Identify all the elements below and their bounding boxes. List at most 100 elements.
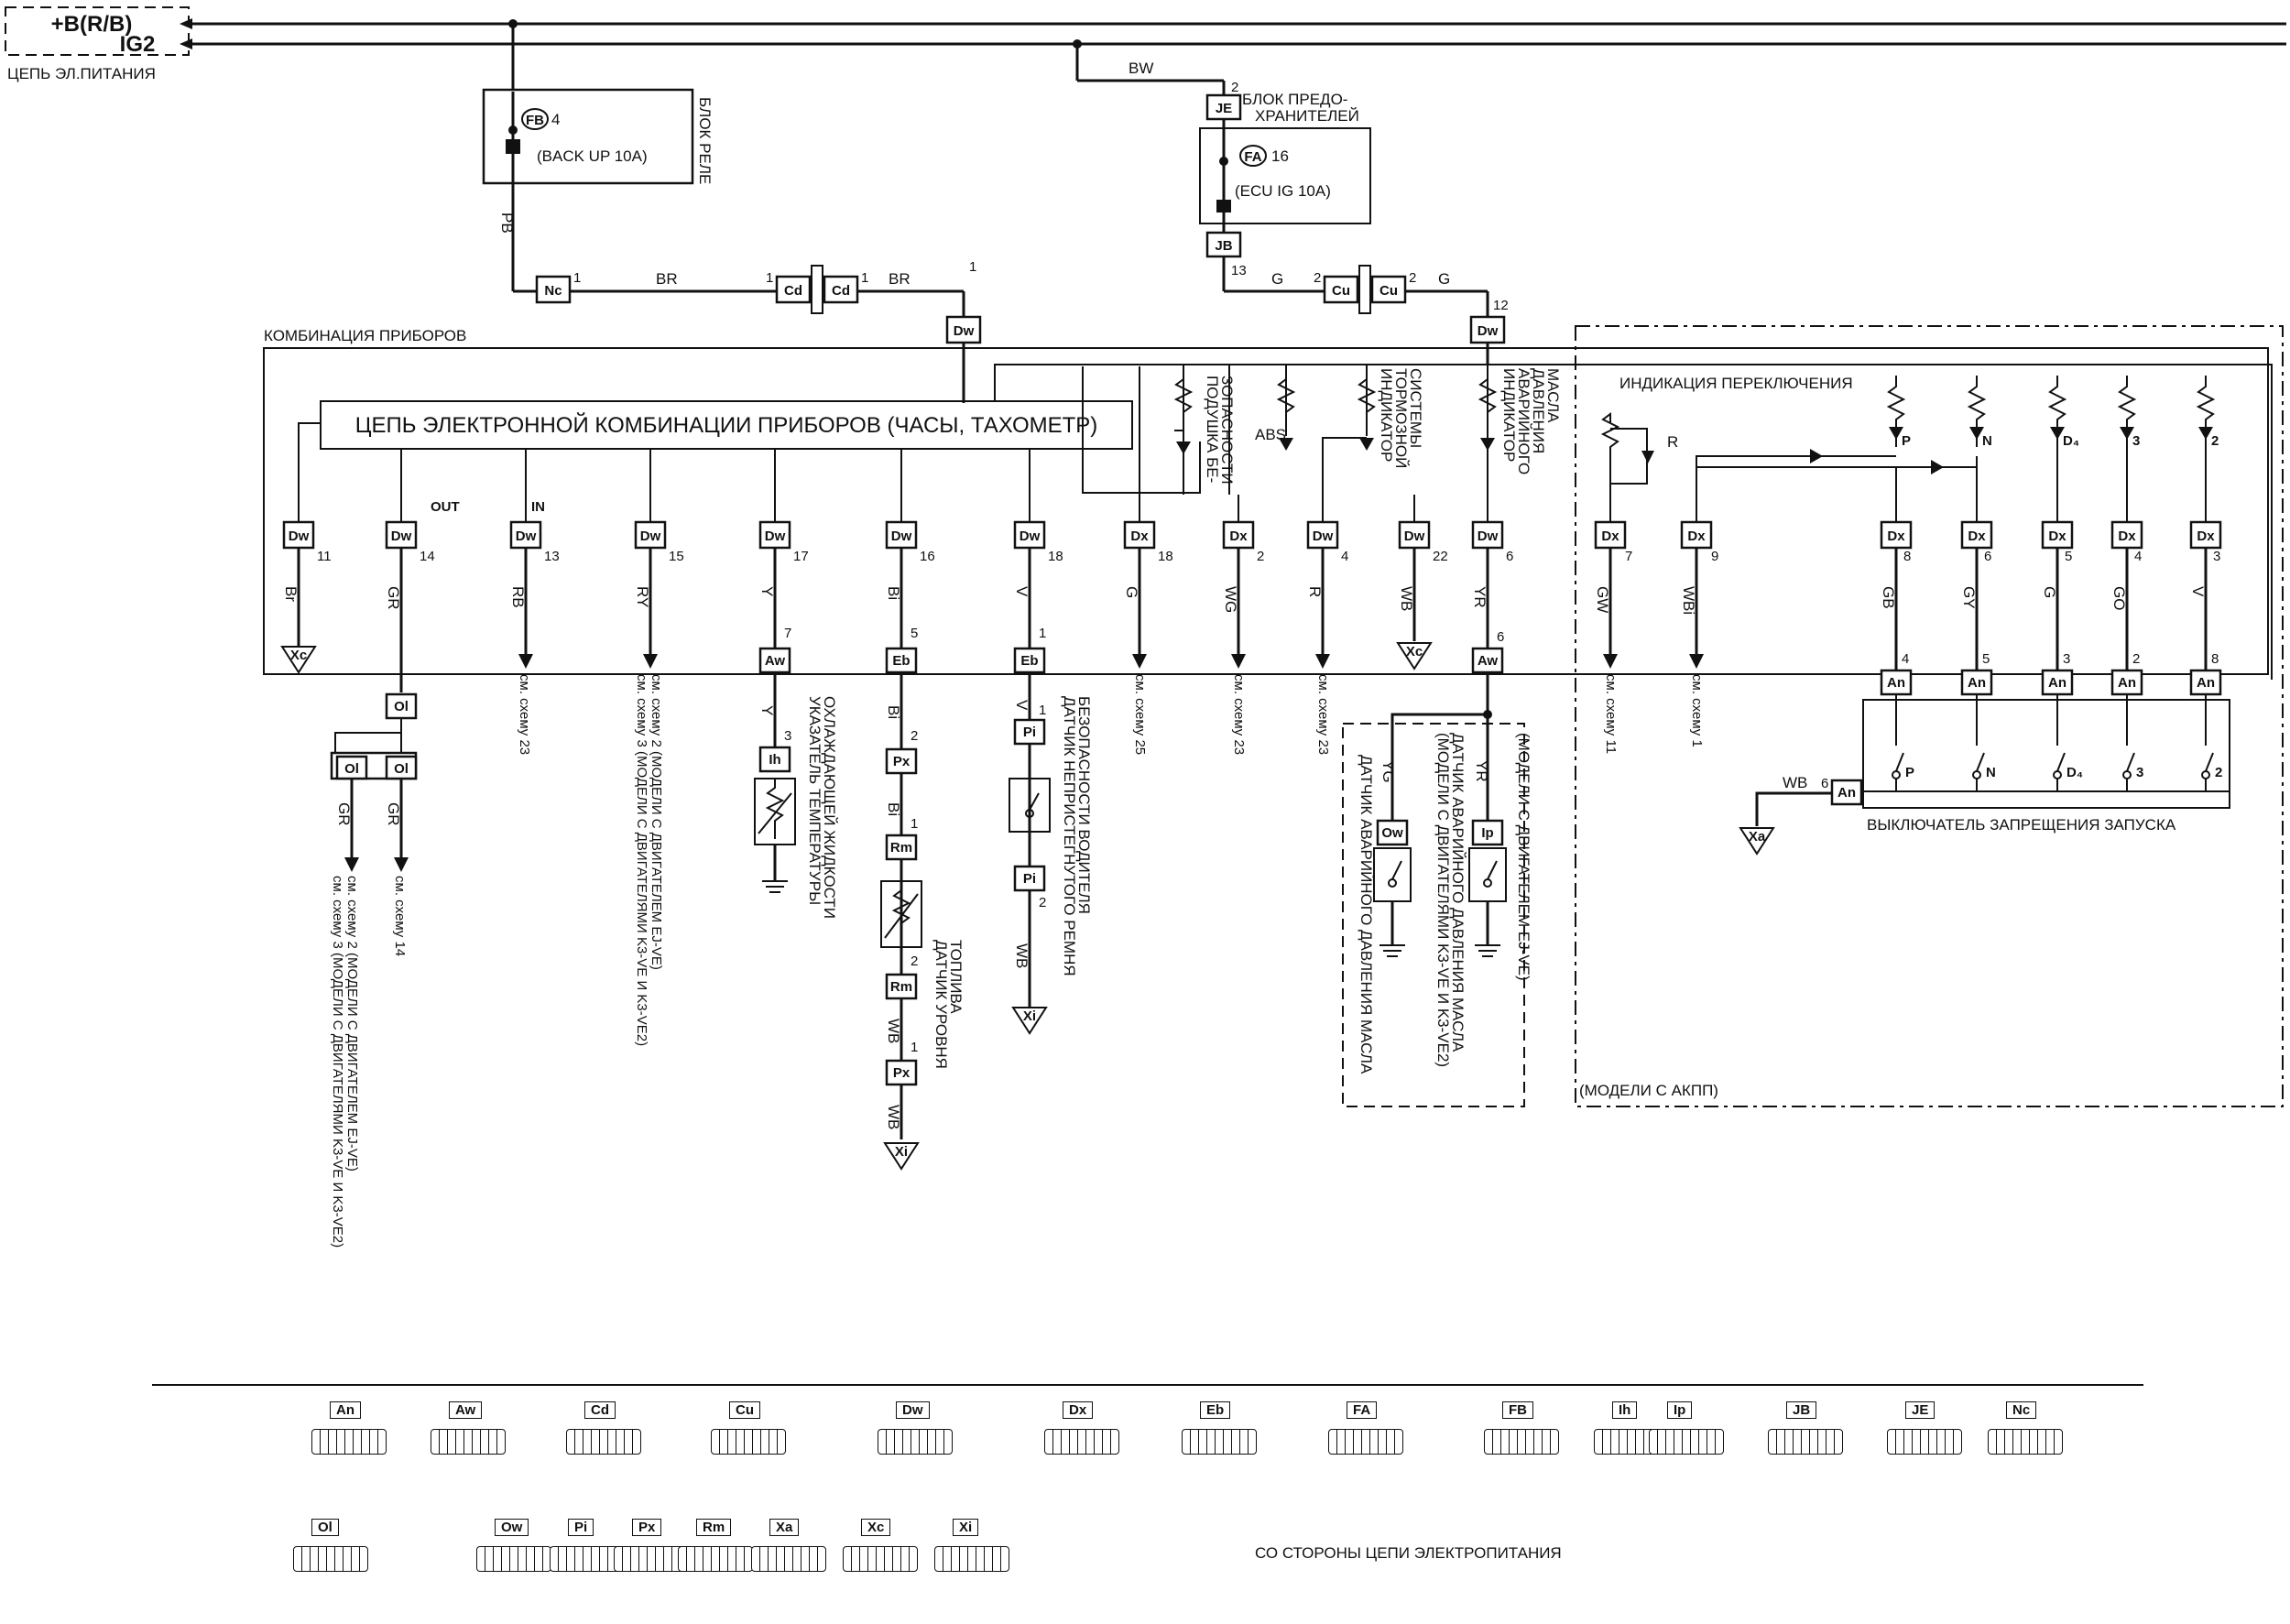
svg-text:2: 2: [911, 728, 918, 744]
wire-gb: GB: [1880, 586, 1897, 609]
fb-code: FB: [526, 113, 544, 128]
connector-shape: [751, 1546, 826, 1572]
connector-shape: [878, 1429, 953, 1455]
shift-indication-label: ИНДИКАЦИЯ ПЕРЕКЛЮЧЕНИЯ: [1619, 375, 1853, 392]
airbag-label: ПОДУШКА БЕ-: [1204, 376, 1221, 483]
connector-shape: [566, 1429, 641, 1455]
oil-k3-label: ДАТЧИК АВАРИЙНОГО ДАВЛЕНИЯ МАСЛА: [1449, 733, 1467, 1052]
svg-text:1: 1: [573, 270, 581, 286]
legend-code: Cd: [584, 1401, 616, 1419]
power-side-label: СО СТОРОНЫ ЦЕПИ ЭЛЕКТРОПИТАНИЯ: [1255, 1544, 1562, 1562]
svg-text:СИСТЕМЫ: СИСТЕМЫ: [1407, 368, 1424, 448]
svg-text:Cd: Cd: [832, 283, 850, 299]
svg-text:Dx: Dx: [2197, 529, 2215, 544]
legend-connector-xa: Xa: [751, 1519, 861, 1610]
legend-code: JE: [1905, 1401, 1936, 1419]
svg-text:WB: WB: [1013, 943, 1030, 968]
connector-shape: [1988, 1429, 2063, 1455]
legend-code: FA: [1347, 1401, 1378, 1419]
svg-text:18: 18: [1048, 549, 1063, 564]
legend-connector-ol: Ol: [293, 1519, 403, 1610]
svg-text:Dw: Dw: [1478, 529, 1499, 544]
svg-text:2: 2: [911, 954, 918, 969]
legend-code: Nc: [2006, 1401, 2037, 1419]
svg-text:5: 5: [911, 626, 918, 641]
svg-text:An: An: [2118, 675, 2136, 691]
legend-code: Xi: [953, 1519, 979, 1536]
connector-shape: [1887, 1429, 1962, 1455]
legend-code: Ow: [495, 1519, 529, 1536]
connector-shape: [431, 1429, 506, 1455]
wire-y: Y: [758, 586, 776, 596]
svg-text:Rm: Rm: [890, 979, 912, 995]
svg-text:9: 9: [1711, 549, 1718, 564]
svg-text:22: 22: [1433, 549, 1448, 564]
fb-number: 4: [551, 111, 560, 128]
svg-text:Px: Px: [893, 754, 911, 769]
wire-gy: GY: [1960, 586, 1978, 609]
svg-text:Dx: Dx: [2048, 529, 2066, 544]
shift-indicators: R P N D₄ 3 2: [1575, 325, 2284, 1107]
fuse-block: BW 2 JE FA 16 (ECU IG 10A) БЛОК ПРЕДО- Х…: [1075, 44, 1371, 291]
ref-see23-a: см. схему 23: [517, 674, 532, 755]
svg-text:Ow: Ow: [1381, 825, 1403, 841]
wire-yg: YG: [1379, 760, 1397, 783]
svg-text:Xa: Xa: [1749, 829, 1766, 845]
wire-rb: RB: [509, 586, 527, 608]
legend-code: Dw: [896, 1401, 930, 1419]
gear-p: P: [1902, 433, 1911, 449]
legend-code: Rm: [696, 1519, 732, 1536]
svg-text:(МОДЕЛИ С ДВИГАТЕЛЯМИ K3-VE И: (МОДЕЛИ С ДВИГАТЕЛЯМИ K3-VE И K3-VE2): [1434, 733, 1452, 1067]
legend-code: Eb: [1200, 1401, 1231, 1419]
svg-text:13: 13: [544, 549, 560, 564]
connector-shape: [711, 1429, 786, 1455]
svg-text:3: 3: [2136, 765, 2143, 780]
svg-text:1: 1: [911, 1040, 918, 1055]
legend-connector-ow: Ow: [476, 1519, 586, 1610]
wire-pb: PB: [498, 213, 516, 234]
wire-wb: WB: [1398, 586, 1415, 611]
svg-text:16: 16: [920, 549, 935, 564]
gear-n: N: [1982, 433, 1992, 449]
svg-text:12: 12: [1493, 298, 1509, 313]
svg-text:Xi: Xi: [1023, 1008, 1036, 1024]
svg-text:Bi: Bi: [885, 705, 902, 719]
svg-text:2: 2: [1231, 80, 1238, 95]
svg-text:An: An: [2197, 675, 2215, 691]
svg-text:Xi: Xi: [895, 1144, 908, 1160]
svg-text:4: 4: [1902, 651, 1909, 667]
connector-shape: [678, 1546, 753, 1572]
connector-shape: [293, 1546, 368, 1572]
svg-text:Dw: Dw: [516, 529, 537, 544]
svg-text:2: 2: [1039, 895, 1046, 910]
wire-g-2: G: [1438, 270, 1450, 288]
svg-text:Dw: Dw: [1404, 529, 1425, 544]
belt-sensor-label: ДАТЧИК НЕПРИСТЕГНУТОГО РЕМНЯ: [1061, 696, 1078, 976]
svg-text:Cu: Cu: [1379, 283, 1398, 299]
svg-text:Dx: Dx: [1687, 529, 1706, 544]
svg-text:Rm: Rm: [890, 840, 912, 856]
svg-text:P: P: [1905, 765, 1914, 780]
wire-r: R: [1306, 586, 1324, 597]
temp-gauge-label: УКАЗАТЕЛЬ ТЕМПЕРАТУРЫ: [806, 696, 823, 905]
svg-text:An: An: [1968, 675, 1986, 691]
svg-text:WB: WB: [885, 1105, 902, 1129]
svg-text:Eb: Eb: [892, 653, 910, 669]
ref-see3-a: см. схему 3 (МОДЕЛИ С ДВИГАТЕЛЯМИ K3-VE …: [330, 876, 345, 1248]
legend-connector-cu: Cu: [711, 1401, 821, 1493]
legend-code: Dx: [1063, 1401, 1094, 1419]
svg-text:Ol: Ol: [344, 761, 359, 777]
power-circuit-label: ЦЕПЬ ЭЛ.ПИТАНИЯ: [7, 65, 156, 82]
legend-code: An: [330, 1401, 361, 1419]
wire-br-2: BR: [889, 270, 911, 288]
relay-block-label: БЛОК РЕЛЕ: [696, 97, 714, 184]
svg-text:2: 2: [1257, 549, 1264, 564]
svg-text:4: 4: [2134, 549, 2142, 564]
legend-code: Xa: [769, 1519, 800, 1536]
svg-text:6: 6: [1984, 549, 1991, 564]
instrument-cluster: КОМБИНАЦИЯ ПРИБОРОВ ЦЕПЬ ЭЛЕКТРОННОЙ КОМ…: [263, 327, 2273, 680]
svg-text:11: 11: [317, 549, 332, 564]
legend-connector-je: JE: [1887, 1401, 1997, 1493]
